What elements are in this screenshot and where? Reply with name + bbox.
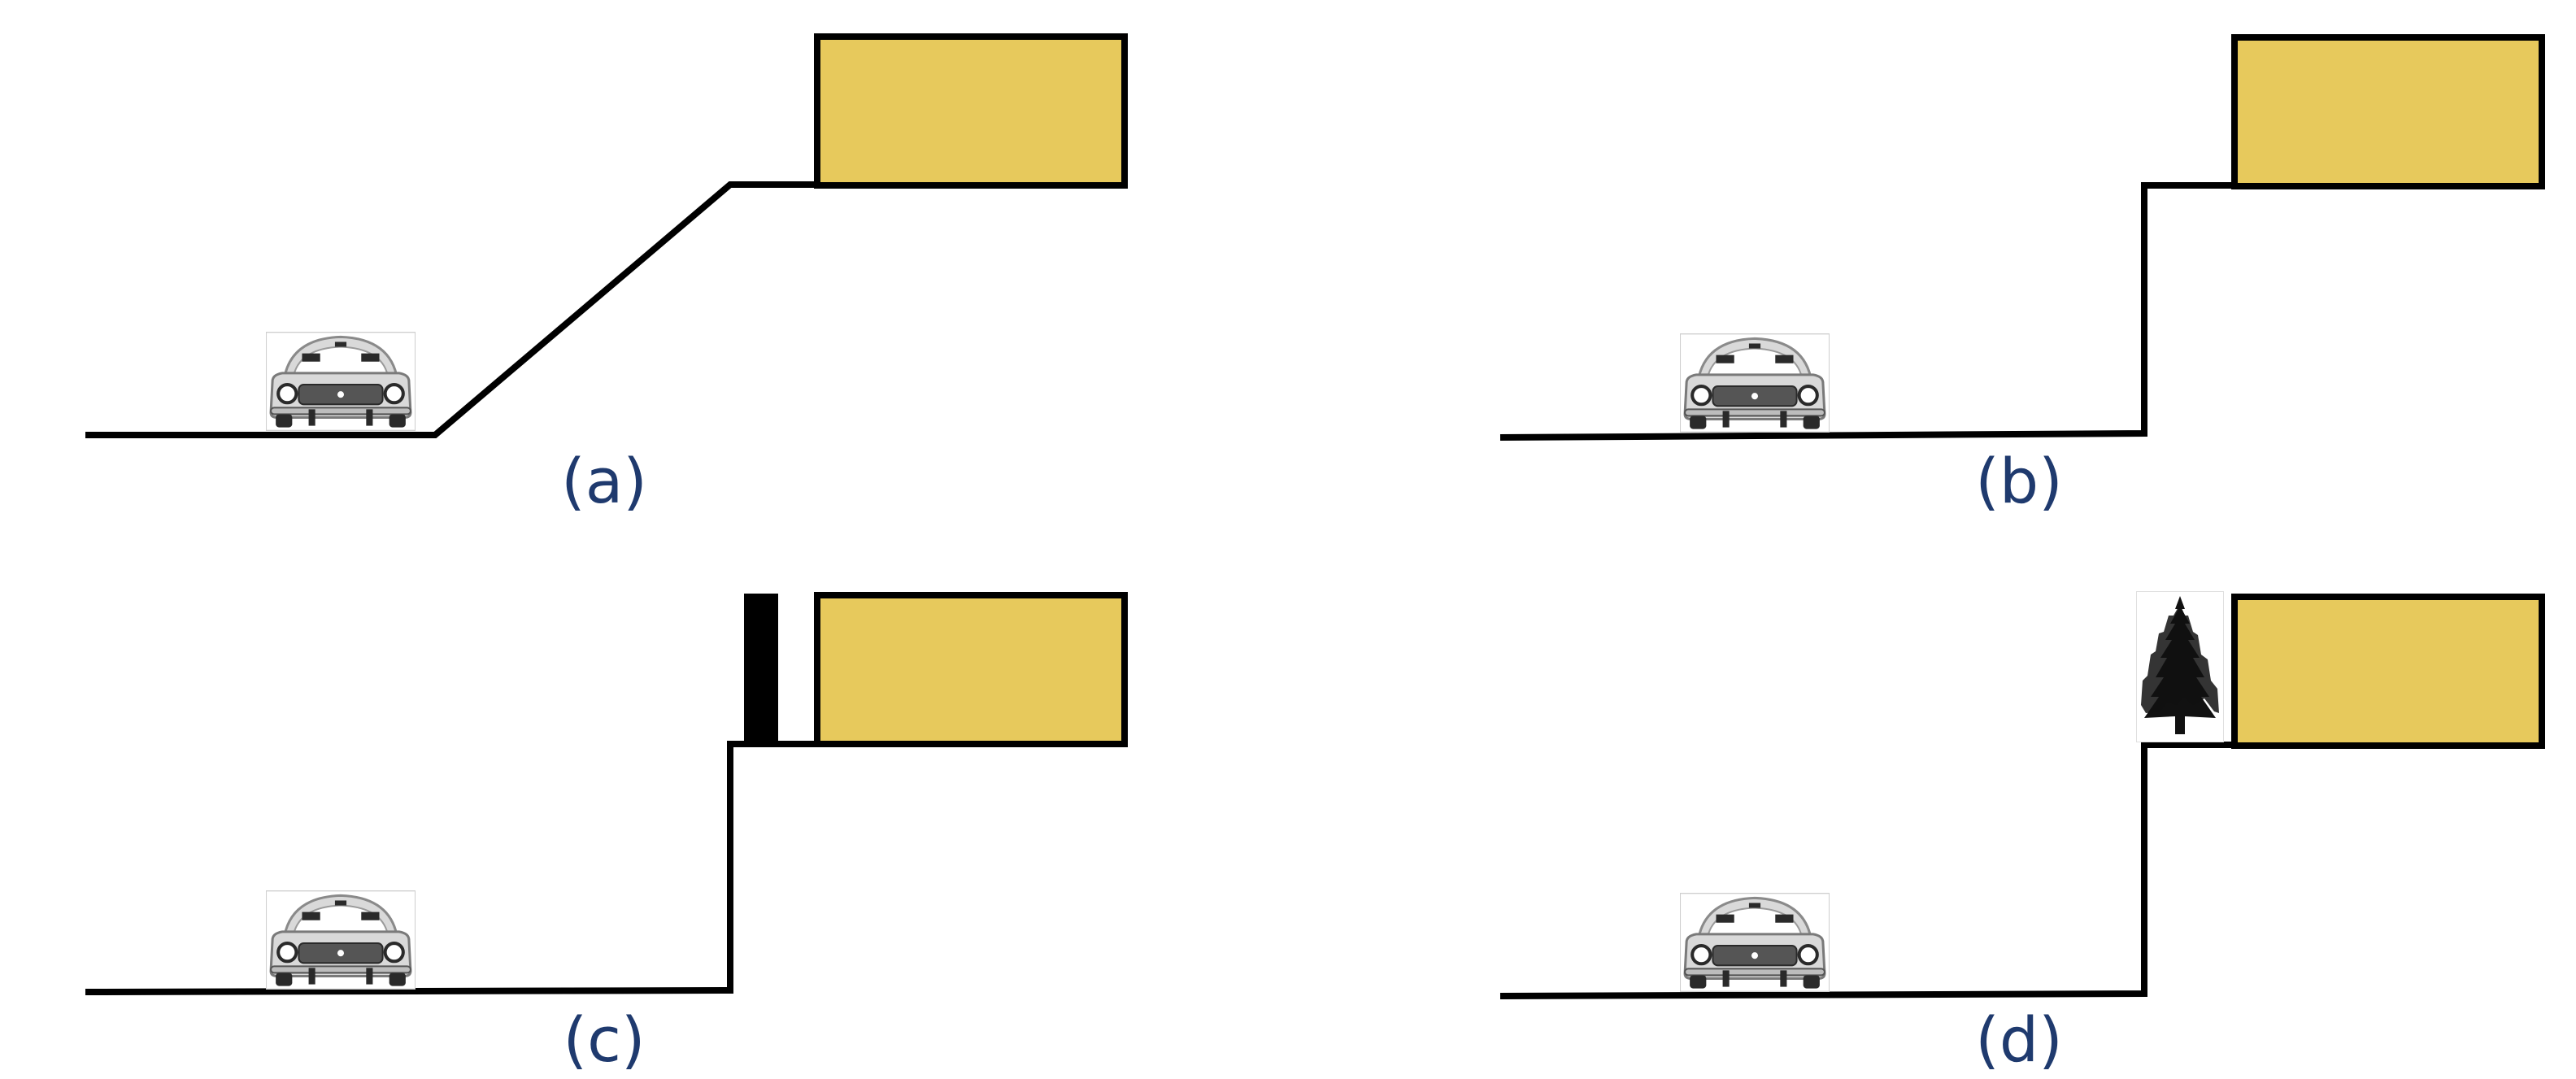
building — [814, 33, 1128, 189]
terrain-slope — [85, 181, 816, 438]
panel-caption: (a) — [561, 445, 647, 517]
building — [2231, 34, 2545, 189]
panel-caption: (b) — [1975, 445, 2063, 517]
panel-c: (c) — [85, 592, 1128, 1076]
car-icon — [1680, 893, 1830, 991]
panel-d: (d) — [1499, 591, 2545, 1076]
car-icon — [266, 890, 416, 989]
wall-obstacle — [744, 594, 778, 744]
car-icon — [266, 332, 416, 430]
building — [814, 592, 1128, 747]
car-icon — [1680, 333, 1830, 432]
panel-a: (a) — [85, 33, 1128, 517]
panel-caption: (c) — [563, 1003, 645, 1076]
panel-caption: (d) — [1975, 1003, 2063, 1076]
terrain-cliff — [85, 741, 816, 995]
panel-b: (b) — [1499, 34, 2545, 517]
terrain-cliff — [1499, 742, 2234, 999]
tree-icon — [2136, 591, 2224, 742]
building — [2231, 594, 2545, 749]
terrain-cliff — [1499, 182, 2234, 441]
